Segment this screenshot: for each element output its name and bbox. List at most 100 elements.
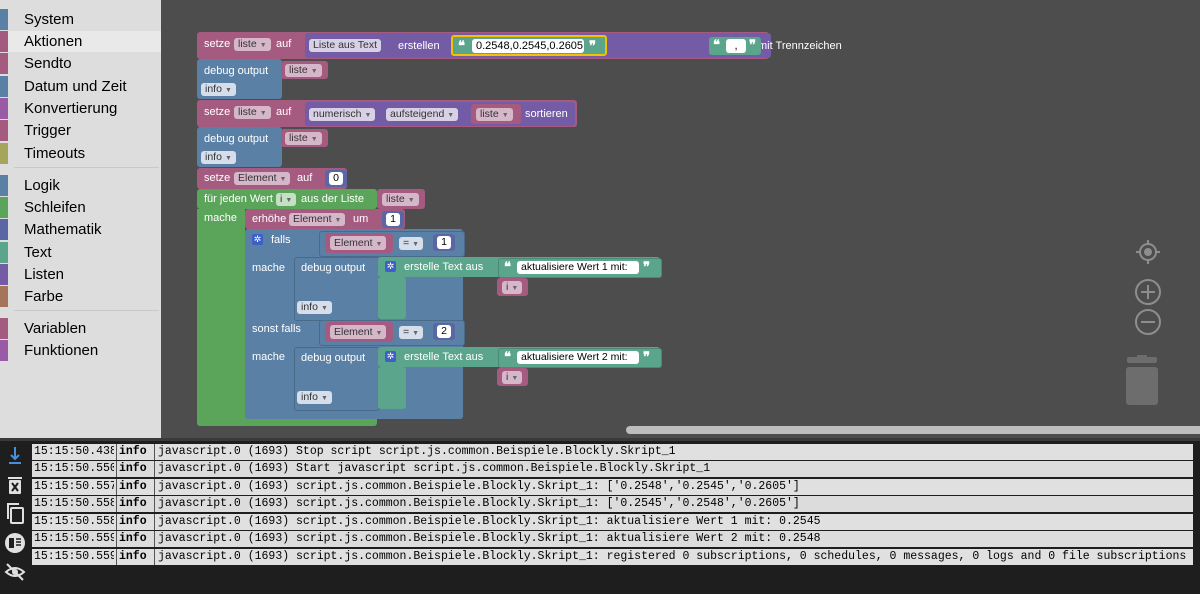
set-variable-block[interactable]: setze Element▼ auf	[197, 168, 347, 189]
toolbox-item-sendto[interactable]: Sendto	[0, 53, 161, 74]
variable-get-block[interactable]: liste▼	[377, 189, 425, 209]
toolbox-item-text[interactable]: Text	[0, 242, 161, 263]
log-message: javascript.0 (1693) script.js.common.Bei…	[154, 514, 1197, 530]
separator-text-block[interactable]: ❝ , ❞	[709, 37, 761, 55]
variable-dropdown[interactable]: i▼	[502, 371, 523, 384]
for-each-block[interactable]: für jeden Wert i▼ aus der Liste	[197, 189, 377, 209]
log-level-dropdown[interactable]: info▼	[201, 83, 236, 96]
horizontal-scrollbar[interactable]	[626, 426, 1200, 434]
variable-dropdown[interactable]: Element▼	[330, 236, 387, 250]
variable-get-block[interactable]: Element▼	[325, 233, 393, 253]
toolbox-item-aktionen[interactable]: Aktionen	[0, 31, 161, 52]
log-level-dropdown[interactable]: info▼	[201, 151, 236, 164]
variable-get-block[interactable]: i▼	[497, 278, 528, 296]
number-block[interactable]: 0	[325, 170, 347, 187]
operator-dropdown[interactable]: =▼	[399, 326, 424, 339]
log-row[interactable]: 15:15:50.558 info javascript.0 (1693) sc…	[32, 496, 1193, 512]
eye-off-icon[interactable]	[4, 561, 26, 583]
toolbox-item-system[interactable]: System	[0, 9, 161, 30]
dropdown-value: =	[403, 237, 410, 249]
variable-dropdown[interactable]: Element▼	[234, 172, 291, 185]
variable-dropdown[interactable]: liste▼	[285, 132, 322, 145]
text-block[interactable]: ❝ 0.2548,0.2545,0.2605 ❞	[451, 35, 607, 56]
text-block[interactable]: ❝ aktualisiere Wert 2 mit: ❞	[498, 348, 662, 368]
log-message: javascript.0 (1693) script.js.common.Bei…	[154, 479, 1197, 495]
toolbox-item-schleifen[interactable]: Schleifen	[0, 197, 161, 218]
log-row[interactable]: 15:15:50.558 info javascript.0 (1693) sc…	[32, 514, 1193, 530]
delete-icon[interactable]	[4, 474, 26, 496]
variable-dropdown[interactable]: liste▼	[285, 64, 322, 77]
number-field[interactable]: 0	[329, 172, 343, 185]
variable-dropdown[interactable]: liste▼	[382, 193, 419, 206]
toolbox-item-listen[interactable]: Listen	[0, 264, 161, 285]
toolbox-item-label: Variablen	[24, 320, 87, 337]
panel-divider[interactable]	[0, 438, 1200, 441]
category-color-bar	[0, 175, 8, 196]
toolbox-item-timeouts[interactable]: Timeouts	[0, 143, 161, 164]
center-workspace-icon[interactable]	[1135, 239, 1161, 265]
variable-dropdown[interactable]: liste▼	[234, 38, 271, 51]
number-field[interactable]: 1	[437, 236, 451, 249]
variable-dropdown[interactable]: Element▼	[330, 325, 387, 339]
chevron-down-icon: ▼	[511, 375, 519, 382]
log-row[interactable]: 15:15:50.550 info javascript.0 (1693) St…	[32, 461, 1193, 477]
arrow-down-icon[interactable]	[4, 444, 26, 466]
variable-dropdown[interactable]: liste▼	[234, 106, 271, 119]
variable-dropdown[interactable]: Element▼	[289, 213, 346, 226]
debug-output-block[interactable]: debug output info▼	[197, 59, 282, 99]
debug-output-block[interactable]: debug output info▼	[294, 347, 380, 411]
zoom-out-button[interactable]	[1134, 308, 1161, 335]
log-level-dropdown[interactable]: info▼	[297, 391, 332, 404]
toolbox-item-mathematik[interactable]: Mathematik	[0, 219, 161, 240]
gear-icon[interactable]: ✲	[385, 351, 396, 362]
columns-icon[interactable]	[4, 532, 26, 554]
copy-icon[interactable]	[4, 502, 26, 524]
number-block[interactable]: 2	[433, 323, 455, 340]
toolbox-item-konvertierung[interactable]: Konvertierung	[0, 98, 161, 119]
number-field[interactable]: 1	[386, 213, 400, 226]
text-block[interactable]: ❝ aktualisiere Wert 1 mit: ❞	[498, 258, 662, 278]
toolbox-item-farbe[interactable]: Farbe	[0, 286, 161, 307]
debug-output-block[interactable]: debug output info▼	[197, 127, 282, 167]
toolbox-item-variablen[interactable]: Variablen	[0, 318, 161, 339]
log-row[interactable]: 15:15:50.438 info javascript.0 (1693) St…	[32, 444, 1193, 460]
log-row[interactable]: 15:15:50.559 info javascript.0 (1693) sc…	[32, 549, 1193, 565]
toolbox-item-logik[interactable]: Logik	[0, 175, 161, 196]
variable-get-block[interactable]: liste▼	[281, 129, 328, 147]
operator-dropdown[interactable]: =▼	[399, 237, 424, 250]
toolbox-item-datum-und-zeit[interactable]: Datum und Zeit	[0, 76, 161, 97]
dropdown-value: =	[403, 326, 410, 338]
number-field[interactable]: 2	[437, 325, 451, 338]
number-block[interactable]: 1	[382, 211, 404, 228]
increment-block[interactable]: erhöhe Element▼ um	[245, 209, 405, 229]
toolbox-separator	[14, 167, 159, 168]
variable-dropdown[interactable]: i▼	[502, 281, 523, 294]
list-mode-field[interactable]: Liste aus Text	[309, 39, 382, 52]
log-level-dropdown[interactable]: info▼	[297, 301, 332, 314]
variable-dropdown[interactable]: liste▼	[476, 108, 513, 121]
loop-variable-dropdown[interactable]: i▼	[276, 193, 297, 206]
gear-icon[interactable]: ✲	[385, 261, 396, 272]
log-row[interactable]: 15:15:50.559 info javascript.0 (1693) sc…	[32, 531, 1193, 547]
blockly-workspace[interactable]: setze liste▼ auf Liste aus Text erstelle…	[161, 0, 1200, 438]
variable-get-block[interactable]: liste▼	[281, 61, 328, 79]
sort-type-dropdown[interactable]: numerisch▼	[309, 108, 376, 121]
gear-icon[interactable]: ✲	[252, 234, 263, 245]
log-severity: info	[116, 514, 153, 530]
log-row[interactable]: 15:15:50.557 info javascript.0 (1693) sc…	[32, 479, 1193, 495]
text-value-field[interactable]: aktualisiere Wert 1 mit:	[517, 261, 639, 274]
text-value-field[interactable]: aktualisiere Wert 2 mit:	[517, 351, 639, 364]
separator-field[interactable]: ,	[726, 39, 746, 53]
trash-button[interactable]	[1123, 355, 1161, 407]
sort-list-block[interactable]: numerisch▼ aufsteigend▼ sortieren	[305, 102, 575, 126]
variable-get-block[interactable]: Element▼	[325, 322, 393, 342]
text-value-field[interactable]: 0.2548,0.2545,0.2605	[472, 39, 584, 53]
toolbox-item-trigger[interactable]: Trigger	[0, 120, 161, 141]
zoom-in-button[interactable]	[1134, 278, 1161, 305]
number-block[interactable]: 1	[433, 234, 455, 251]
sort-direction-dropdown[interactable]: aufsteigend▼	[386, 108, 459, 121]
debug-output-block[interactable]: debug output info▼	[294, 257, 380, 321]
toolbox-item-funktionen[interactable]: Funktionen	[0, 340, 161, 361]
variable-get-block[interactable]: liste▼	[471, 104, 521, 124]
variable-get-block[interactable]: i▼	[497, 368, 528, 386]
